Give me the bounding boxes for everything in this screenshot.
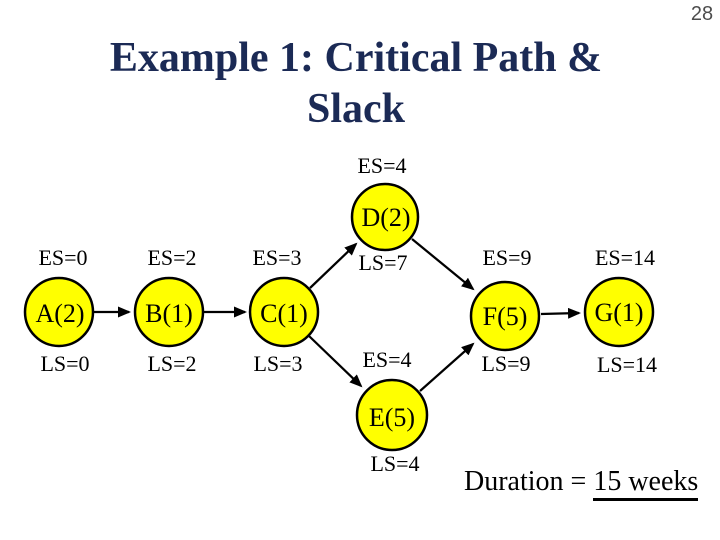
- node-a-label: A(2): [35, 299, 84, 328]
- node-c-label: C(1): [260, 299, 308, 328]
- node-e-circle: [355, 378, 429, 452]
- node-f: F(5) ES=9 LS=9: [469, 245, 541, 376]
- node-g-es-label: ES=14: [595, 245, 655, 270]
- slide-title-line1: Example 1: Critical Path &: [109, 35, 603, 81]
- diagram-edges: [94, 238, 581, 392]
- edge-d-f: [411, 238, 475, 291]
- edge-e-f: [419, 342, 475, 392]
- node-e: E(5) ES=4 LS=4: [355, 347, 429, 476]
- duration-label: Duration =: [464, 466, 594, 497]
- node-a-ls-label: LS=0: [40, 351, 89, 376]
- node-b-label: B(1): [145, 299, 193, 328]
- node-g-label: G(1): [594, 298, 643, 327]
- slide-title: Example 1: Critical Path & Slack: [0, 33, 712, 135]
- edge-f-g: [540, 307, 581, 319]
- node-g: G(1) ES=14 LS=14: [583, 245, 657, 377]
- duration-value: 15 weeks: [593, 466, 699, 501]
- node-b-circle: [133, 276, 205, 348]
- node-d-label: D(2): [361, 203, 410, 232]
- node-d-es-label: ES=4: [357, 153, 406, 178]
- node-b-ls-label: LS=2: [147, 351, 196, 376]
- node-d: D(2) ES=4 LS=7: [350, 153, 420, 275]
- node-f-circle: [469, 280, 541, 352]
- node-c-circle: [248, 276, 320, 348]
- duration-note: Duration = 15 weeks: [464, 466, 699, 501]
- slide-title-line2: Slack: [306, 86, 406, 132]
- node-b-es-label: ES=2: [147, 245, 196, 270]
- page-number: 28: [690, 3, 714, 25]
- edge-c-e: [308, 335, 363, 388]
- node-b: B(1) ES=2 LS=2: [133, 245, 205, 376]
- node-c-es-label: ES=3: [252, 245, 301, 270]
- node-c: C(1) ES=3 LS=3: [248, 245, 320, 376]
- node-d-circle: [350, 182, 420, 252]
- node-d-ls-label: LS=7: [358, 250, 407, 275]
- node-f-es-label: ES=9: [482, 245, 531, 270]
- node-a: A(2) ES=0 LS=0: [23, 245, 95, 376]
- node-c-ls-label: LS=3: [253, 351, 302, 376]
- node-f-label: F(5): [483, 302, 528, 331]
- node-e-ls-label: LS=4: [370, 451, 419, 476]
- node-a-es-label: ES=0: [38, 245, 87, 270]
- node-g-circle: [583, 276, 655, 348]
- node-e-label: E(5): [369, 403, 415, 432]
- node-e-es-label: ES=4: [362, 347, 411, 372]
- node-f-ls-label: LS=9: [481, 351, 530, 376]
- node-g-ls-label: LS=14: [597, 352, 657, 377]
- node-a-circle: [23, 276, 95, 348]
- edge-c-d: [309, 242, 358, 289]
